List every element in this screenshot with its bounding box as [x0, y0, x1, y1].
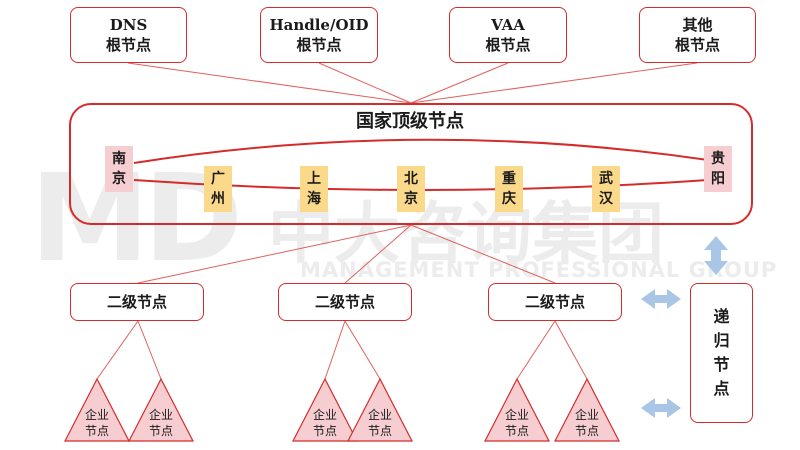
enterprise-triangle-1 [64, 377, 130, 442]
enterprise-node-label: 企业 [148, 408, 173, 422]
root-node-sublabel: 根节点 [485, 36, 531, 54]
city-char: 贵 [711, 151, 725, 167]
root-node-vaa: VAA 根节点 [449, 7, 567, 63]
secondary-node-3: 二级节点 [488, 283, 622, 321]
enterprise-node-4: 企业 节点 [360, 407, 400, 439]
city-char: 海 [307, 191, 321, 207]
city-wuhan: 武 汉 [592, 166, 620, 212]
city-char: 南 [112, 151, 126, 167]
root-node-sublabel: 根节点 [674, 36, 720, 54]
enterprise-node-label: 企业 [574, 408, 599, 422]
city-char: 广 [211, 171, 225, 187]
city-char: 上 [307, 171, 321, 187]
city-char: 重 [502, 171, 516, 187]
recursive-node: 递 归 节 点 [690, 283, 753, 423]
root-link-handle [318, 62, 412, 104]
city-beijing: 北 京 [397, 166, 425, 212]
enterprise-node-sublabel: 节点 [84, 424, 109, 438]
secondary-node-1: 二级节点 [70, 283, 204, 321]
enterprise-node-label: 企业 [504, 408, 529, 422]
enterprise-node-1: 企业 节点 [77, 407, 117, 439]
root-link-dns [127, 62, 412, 104]
root-link-other [410, 62, 698, 104]
recursive-node-char: 节 [713, 355, 730, 374]
enterprise-node-label: 企业 [312, 408, 337, 422]
enterprise-triangle-6 [554, 377, 620, 442]
secondary-link-3 [410, 224, 556, 284]
city-shanghai: 上 海 [300, 166, 328, 212]
root-node-other: 其他 根节点 [639, 7, 756, 63]
enterprise-node-2: 企业 节点 [141, 407, 181, 439]
enterprise-node-sublabel: 节点 [312, 424, 337, 438]
city-guangzhou: 广 州 [204, 166, 232, 212]
secondary-link-2 [344, 224, 412, 284]
city-chongqing: 重 庆 [495, 166, 523, 212]
enterprise-node-sublabel: 节点 [367, 424, 392, 438]
ent-link-4 [344, 320, 381, 380]
root-link-vaa [410, 62, 509, 104]
recursive-node-char: 归 [713, 331, 730, 350]
city-char: 京 [112, 171, 126, 187]
double-arrow-vertical [704, 236, 728, 275]
enterprise-triangle-3 [292, 377, 358, 442]
ent-link-2 [137, 320, 162, 380]
double-arrow-horizontal-2 [641, 398, 681, 418]
city-char: 北 [404, 171, 418, 187]
enterprise-triangle-4 [347, 377, 413, 442]
secondary-node-2: 二级节点 [278, 283, 412, 321]
root-node-label: Handle/OID [269, 16, 369, 34]
enterprise-node-label: 企业 [367, 408, 392, 422]
root-node-label: 其他 [682, 16, 713, 34]
city-char: 武 [599, 171, 613, 187]
secondary-node-label: 二级节点 [524, 293, 585, 311]
city-char: 庆 [502, 191, 516, 207]
secondary-link-1 [137, 224, 412, 284]
city-guiyang: 贵 阳 [704, 146, 732, 192]
enterprise-node-sublabel: 节点 [574, 424, 599, 438]
enterprise-node-3: 企业 节点 [305, 407, 345, 439]
recursive-node-char: 递 [713, 307, 730, 326]
ent-link-1 [96, 320, 139, 380]
enterprise-node-6: 企业 节点 [567, 407, 607, 439]
ent-link-3 [324, 320, 346, 380]
secondary-node-label: 二级节点 [106, 293, 167, 311]
city-char: 阳 [711, 171, 725, 187]
national-top-level-node [69, 103, 753, 225]
secondary-node-label: 二级节点 [314, 293, 375, 311]
city-nanjing: 南 京 [105, 146, 133, 192]
enterprise-node-label: 企业 [84, 408, 109, 422]
root-node-label: VAA [491, 16, 525, 34]
root-node-sublabel: 根节点 [296, 36, 342, 54]
double-arrow-horizontal-1 [641, 289, 681, 309]
root-node-sublabel: 根节点 [105, 36, 151, 54]
national-title: 国家顶级节点 [356, 111, 464, 132]
enterprise-node-sublabel: 节点 [504, 424, 529, 438]
enterprise-triangle-5 [484, 377, 550, 442]
city-char: 州 [211, 191, 225, 207]
city-char: 汉 [599, 191, 613, 207]
root-node-dns: DNS 根节点 [70, 7, 187, 63]
root-node-label: DNS [109, 16, 148, 34]
recursive-node-char: 点 [713, 379, 730, 398]
enterprise-triangle-2 [128, 377, 194, 442]
ent-link-5 [516, 320, 556, 380]
city-char: 京 [404, 191, 418, 207]
national-ring-top [133, 138, 709, 164]
ent-link-6 [554, 320, 588, 380]
enterprise-node-5: 企业 节点 [497, 407, 537, 439]
root-node-handle: Handle/OID 根节点 [260, 7, 378, 63]
enterprise-node-sublabel: 节点 [148, 424, 173, 438]
